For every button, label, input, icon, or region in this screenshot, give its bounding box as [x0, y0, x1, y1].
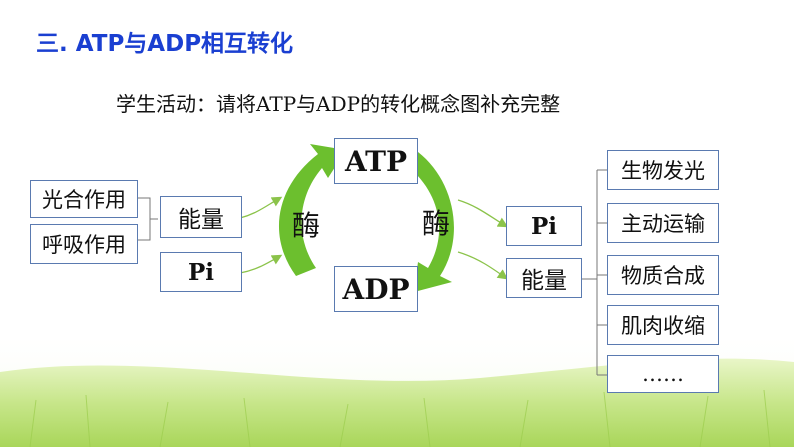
- synthesis-label: 物质合成: [621, 264, 705, 288]
- enzyme-left-label: 酶: [292, 209, 321, 242]
- muscle-contraction-label: 肌肉收缩: [621, 314, 705, 338]
- energy-uses-tree: [582, 169, 607, 376]
- pi-output-arrow: [457, 199, 509, 228]
- atp-box: ATP: [334, 138, 418, 184]
- energy-output-box: 能量: [506, 258, 582, 298]
- left-bracket: [137, 197, 158, 241]
- pi-input-arrow: [239, 254, 283, 274]
- respiration-box: 呼吸作用: [30, 224, 138, 264]
- energy-input-box: 能量: [160, 196, 242, 238]
- energy-use-box: 肌肉收缩: [607, 305, 719, 345]
- adp-label: ADP: [342, 272, 410, 306]
- photosynthesis-label: 光合作用: [42, 188, 126, 212]
- slide-title: 三. ATP与ADP相互转化: [36, 31, 294, 57]
- energy-input-label: 能量: [178, 207, 224, 233]
- pi-input-box: Pi: [160, 252, 242, 292]
- respiration-label: 呼吸作用: [42, 233, 126, 257]
- energy-output-arrow: [457, 251, 509, 280]
- atp-hydrolysis-arrow: [412, 152, 454, 292]
- energy-use-box: ……: [607, 355, 719, 393]
- energy-use-box: 生物发光: [607, 150, 719, 190]
- bioluminescence-label: 生物发光: [621, 159, 705, 183]
- pi-output-box: Pi: [506, 206, 582, 246]
- pi-input-label: Pi: [187, 258, 215, 286]
- ellipsis-label: ……: [642, 362, 684, 386]
- atp-synthesis-arrow: [278, 144, 346, 276]
- energy-use-box: 主动运输: [607, 203, 719, 243]
- adp-box: ADP: [334, 266, 418, 312]
- energy-input-arrow: [239, 196, 283, 219]
- enzyme-right-label: 酶: [422, 207, 451, 240]
- atp-label: ATP: [344, 144, 408, 178]
- photosynthesis-box: 光合作用: [30, 180, 138, 218]
- active-transport-label: 主动运输: [621, 212, 705, 236]
- energy-output-label: 能量: [521, 268, 567, 294]
- activity-instruction: 学生活动：请将ATP与ADP的转化概念图补充完整: [116, 92, 561, 116]
- energy-use-box: 物质合成: [607, 255, 719, 295]
- pi-output-label: Pi: [530, 212, 558, 240]
